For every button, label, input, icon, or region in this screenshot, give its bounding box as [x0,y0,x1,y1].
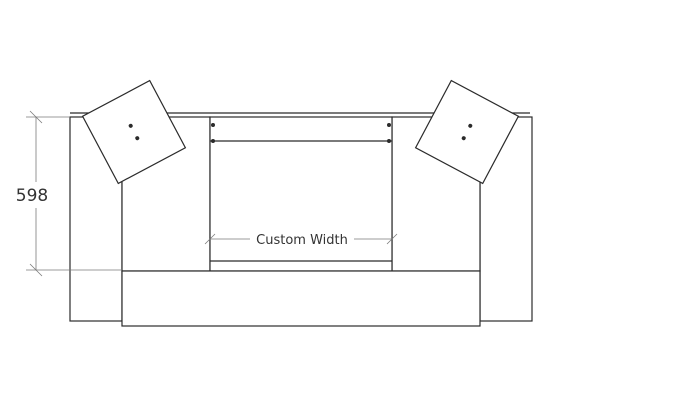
depth-tick-bottom [29,263,43,277]
fixing-dot [387,139,391,143]
depth-label: 598 [16,186,48,206]
depth-tick-top [29,110,43,124]
fixing-dot [211,139,215,143]
width-tick-left [204,233,216,245]
middle-section [209,116,393,272]
front-cushion [121,270,481,327]
custom-width-label: Custom Width [256,233,348,248]
sofa-frame [69,112,533,327]
width-dimension: Custom Width [204,233,398,248]
left-pillow [81,79,187,185]
depth-dimension: 598 [16,110,122,277]
right-pillow [414,79,520,185]
width-tick-right [386,233,398,245]
fixing-dot [211,123,215,127]
fixing-dot [387,123,391,127]
middle-fixing-points [211,123,391,143]
